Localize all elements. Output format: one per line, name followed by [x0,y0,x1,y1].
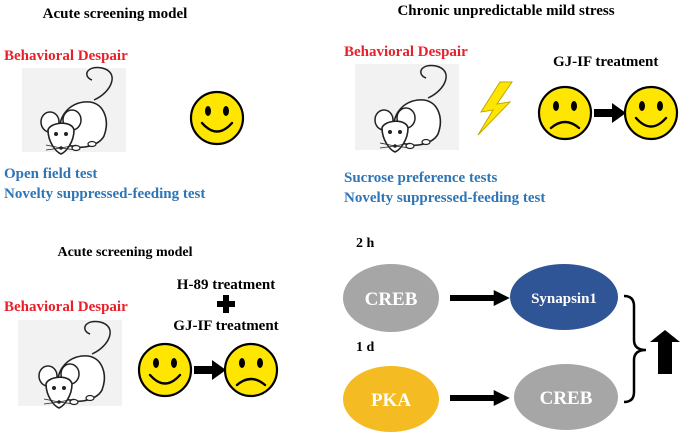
top-right-test-1: Sucrose preference tests [344,170,497,186]
smiley-face-icon [623,85,679,141]
top-left-test-1: Open field test [4,166,97,182]
top-right-behavior-label: Behavioral Despair [344,44,468,60]
arrow-right-icon [450,390,510,406]
sad-face-icon [223,342,279,398]
bottom-left-behavior-label: Behavioral Despair [4,299,128,315]
arrow-up-icon [650,330,680,374]
top-left-test-2: Novelty suppressed-feeding test [4,186,205,202]
top-right-treatment-label: GJ-IF treatment [553,54,658,70]
top-right-mouse-panel [355,64,459,153]
bottom-left-treatment-1: H-89 treatment [177,277,275,293]
lightning-bolt-icon [477,81,513,136]
bracket-icon [623,294,647,404]
node-pka [343,366,439,432]
top-left-behavior-label: Behavioral Despair [4,48,128,64]
arrow-right-icon [450,290,510,306]
bottom-left-mouse-panel [18,320,122,409]
node-creb-top [343,264,439,332]
bottom-left-title: Acute screening model [57,245,192,260]
time-label-2h: 2 h [356,236,375,251]
arrow-right-icon [594,103,626,123]
arrow-right-icon [194,360,226,380]
node-synapsin1-label: Synapsin1 [531,291,597,307]
bottom-left-treatment-2: GJ-IF treatment [173,318,278,334]
node-synapsin1 [510,264,618,330]
sad-face-icon [537,85,593,141]
node-creb-bottom [514,364,618,430]
top-right-title: Chronic unpredictable mild stress [397,3,614,19]
smiley-face-icon [137,342,193,398]
plus-icon [217,295,235,313]
time-label-1d: 1 d [356,340,375,355]
top-right-test-2: Novelty suppressed-feeding test [344,190,545,206]
top-left-mouse-panel [22,66,126,155]
top-left-title: Acute screening model [43,6,188,22]
node-creb-top-label: CREB [365,289,418,310]
smiley-face-icon [189,90,245,146]
node-creb-bottom-label: CREB [540,388,593,409]
node-pka-label: PKA [371,390,411,411]
